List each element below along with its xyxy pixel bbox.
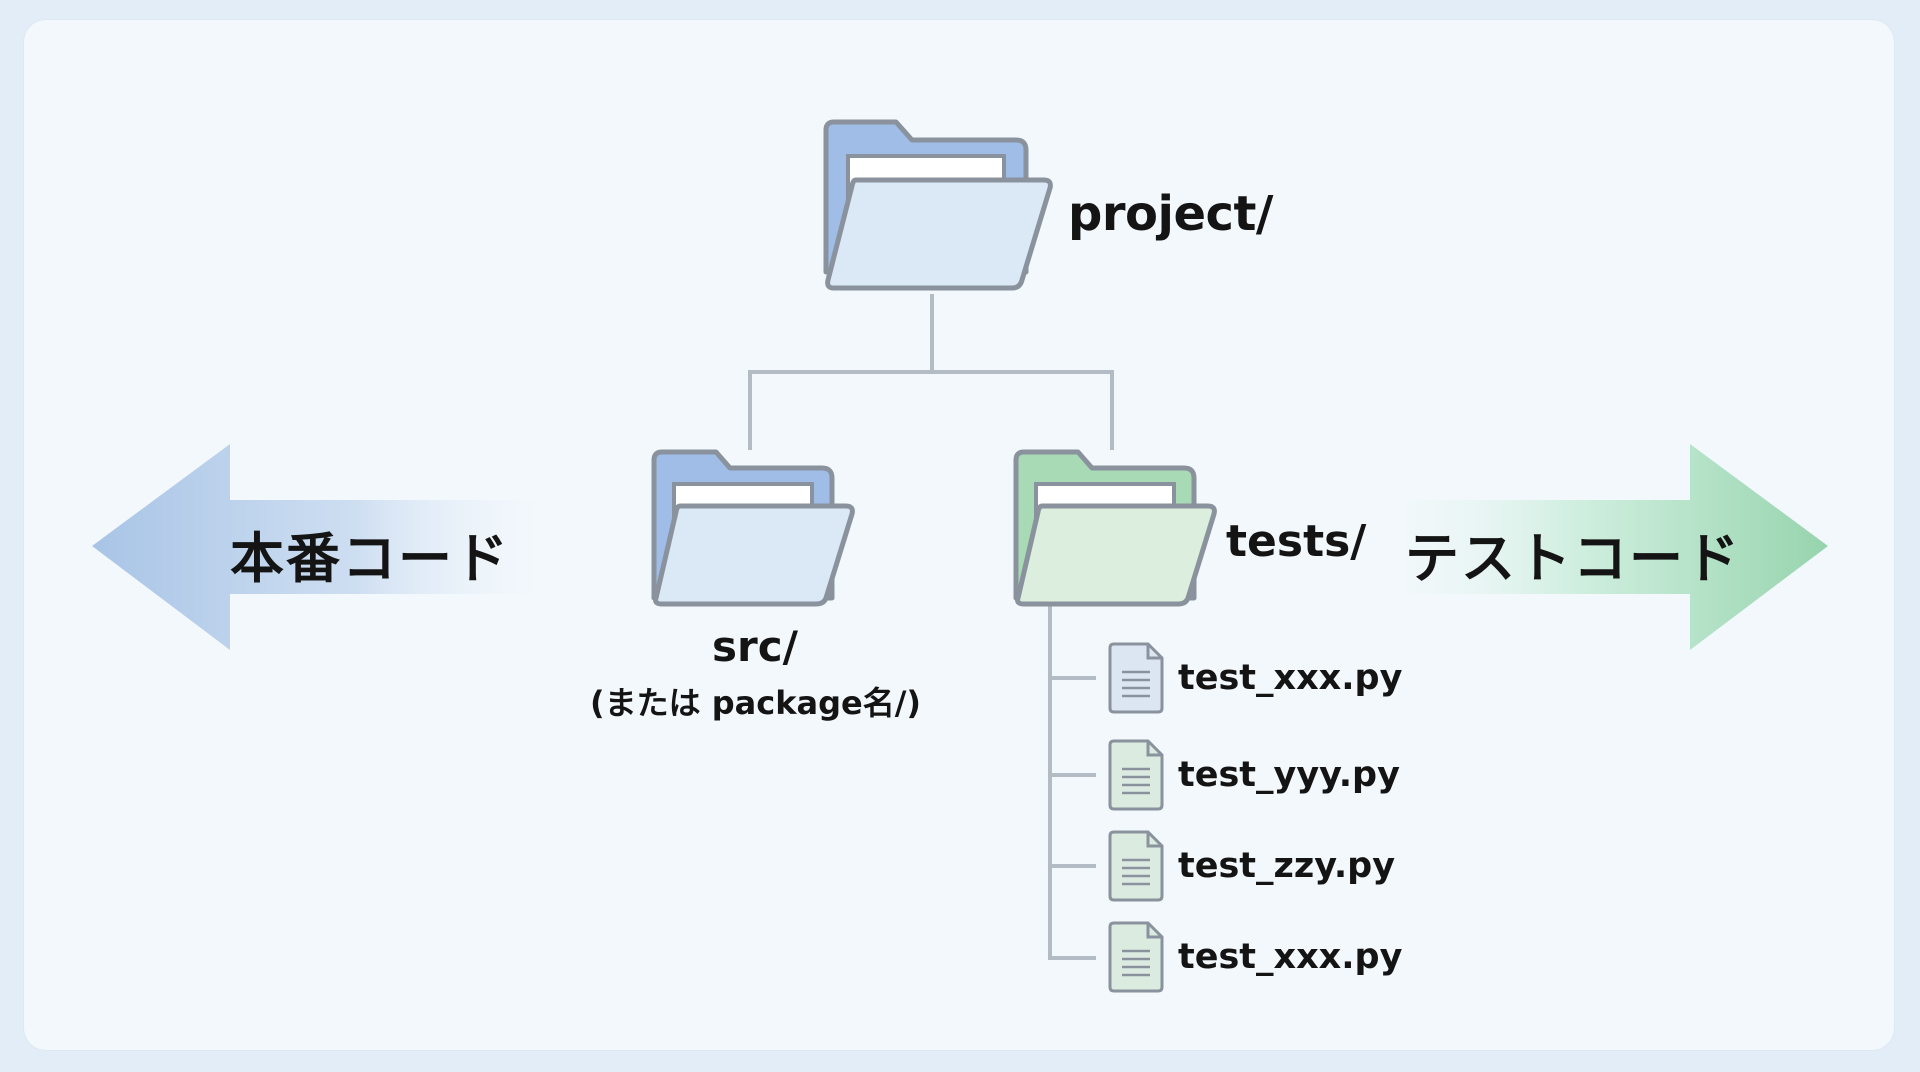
tests-folder-icon — [1013, 449, 1217, 607]
test-file-label: test_xxx.py — [1178, 658, 1403, 698]
right-arrow — [1360, 444, 1828, 650]
file-icon — [1108, 642, 1164, 714]
test-file-label: test_xxx.py — [1178, 937, 1403, 977]
test-code-label: テストコード — [1405, 527, 1741, 590]
project-folder-icon — [823, 119, 1053, 291]
src-folder-icon — [651, 449, 855, 607]
tree-connectors — [748, 294, 1114, 960]
tests-folder-label: tests/ — [1226, 516, 1367, 567]
file-icon — [1108, 830, 1164, 902]
src-folder-label: src/ — [712, 622, 798, 671]
left-arrow — [92, 444, 568, 650]
src-folder-subtitle: (または package名/) — [590, 684, 922, 722]
project-folder-label: project/ — [1068, 186, 1273, 242]
production-code-label: 本番コード — [230, 527, 510, 590]
test-file-label: test_zzy.py — [1178, 846, 1396, 886]
file-icon — [1108, 921, 1164, 993]
test-file-label: test_yyy.py — [1178, 755, 1400, 795]
file-icon — [1108, 739, 1164, 811]
